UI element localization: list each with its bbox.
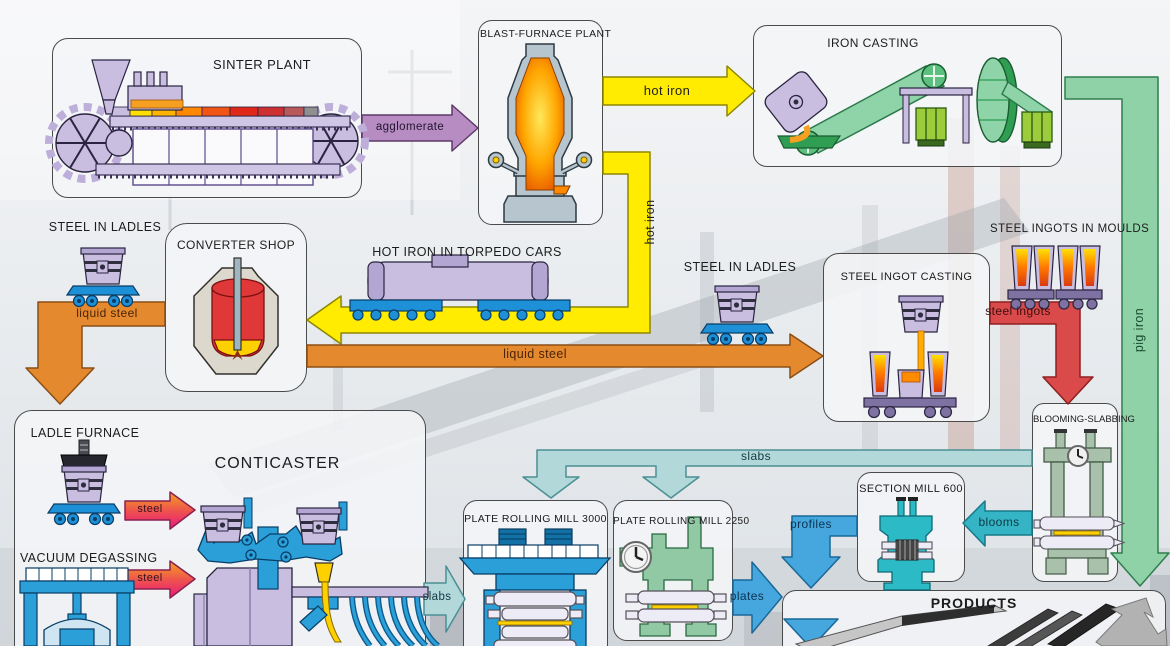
- blooming-slabbing-box: [1032, 403, 1118, 582]
- steel-ingots-label: steel ingots: [985, 304, 1051, 318]
- iron-casting-title: IRON CASTING: [827, 36, 919, 50]
- liquid-steel-main-label: liquid steel: [503, 347, 567, 361]
- hot-iron-torpedo-label: HOT IRON IN TORPEDO CARS: [372, 245, 562, 259]
- plate-mill-3000-title: PLATE ROLLING MILL 3000: [464, 513, 607, 525]
- converter-shop-title: CONVERTER SHOP: [176, 238, 296, 252]
- liquid-steel-left-label: liquid steel: [76, 306, 138, 320]
- steel-in-ladles-left-label: STEEL IN LADLES: [48, 220, 162, 234]
- blooming-slabbing-title: BLOOMING-SLABBING: [1033, 414, 1135, 425]
- conticaster-label: CONTICASTER: [214, 455, 341, 472]
- steel-2-label: steel: [137, 572, 163, 584]
- steel-1-label: steel: [137, 503, 163, 515]
- vacuum-degassing-label: VACUUM DEGASSING: [20, 551, 158, 565]
- plate-mill-2250-title: PLATE ROLLING MILL 2250: [613, 516, 750, 527]
- blooms-label: blooms: [978, 515, 1020, 529]
- pig-iron-label: pig iron: [1132, 307, 1146, 353]
- hot-iron-top-label: hot iron: [643, 83, 691, 98]
- sinter-plant-title: SINTER PLANT: [213, 57, 311, 72]
- steel-ingots-in-moulds-label: STEEL INGOTS IN MOULDS: [990, 223, 1150, 235]
- plates-label: plates: [729, 589, 765, 603]
- section-mill-600-title: SECTION MILL 600: [859, 483, 963, 495]
- ladle-furnace-label: LADLE FURNACE: [30, 426, 140, 440]
- blast-furnace-box: [478, 20, 603, 225]
- steel-in-ladles-right-label: STEEL IN LADLES: [683, 260, 797, 274]
- slabs-top-label: slabs: [740, 449, 771, 463]
- blast-furnace-title: BLAST-FURNACE PLANT: [480, 28, 612, 40]
- steel-ingot-casting-title: STEEL INGOT CASTING: [840, 271, 973, 283]
- casting-complex-box: [14, 410, 426, 646]
- products-title: PRODUCTS: [930, 595, 1018, 611]
- hot-iron-side-label: hot iron: [643, 199, 657, 245]
- slabs-caster-label: slabs: [422, 591, 452, 603]
- agglomerate-label: agglomerate: [375, 121, 445, 133]
- profiles-label: profiles: [790, 517, 832, 531]
